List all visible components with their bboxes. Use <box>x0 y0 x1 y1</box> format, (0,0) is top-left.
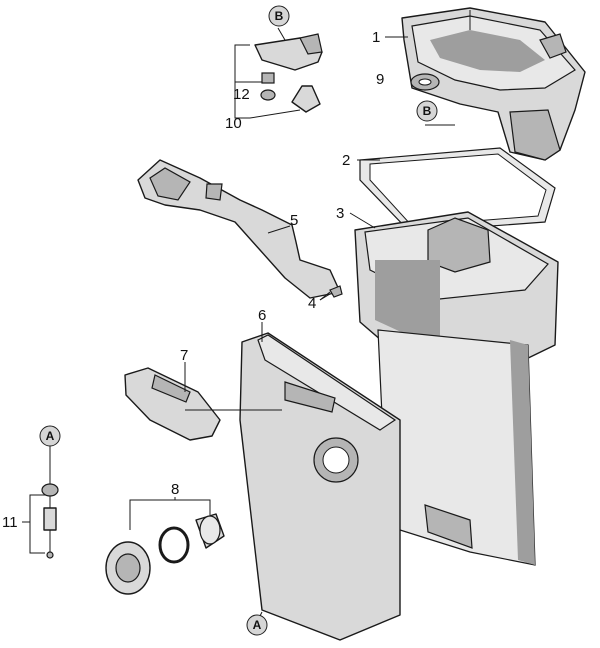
part-11-spindle <box>41 450 59 559</box>
callout-5: 5 <box>290 212 298 229</box>
callout-8: 8 <box>171 481 179 498</box>
callout-3: 3 <box>336 205 344 222</box>
svg-text:A: A <box>46 429 55 443</box>
badge-b-right: B <box>416 100 438 122</box>
callout-10: 10 <box>225 115 242 132</box>
callout-11: 11 <box>2 514 18 531</box>
part-8-fittings <box>105 513 225 595</box>
part-7-grip <box>124 367 221 441</box>
part-12-washer <box>260 89 276 101</box>
svg-text:A: A <box>253 618 262 632</box>
callout-1: 1 <box>372 29 380 46</box>
leader-lines <box>22 10 471 623</box>
callout-7: 7 <box>180 347 188 364</box>
part-5-handle <box>137 159 341 299</box>
part-2-gasket <box>359 147 556 233</box>
callout-4: 4 <box>308 295 316 312</box>
svg-text:B: B <box>423 104 432 118</box>
rear-plate <box>377 329 536 566</box>
part-4-screw <box>319 285 343 301</box>
badge-b-top: B <box>268 5 290 27</box>
svg-text:B: B <box>275 9 284 23</box>
part-10-valve-assembly <box>254 33 323 113</box>
part-1-lid <box>401 7 586 161</box>
badge-a-bottom: A <box>246 614 268 636</box>
callout-12: 12 <box>233 86 250 103</box>
part-6-front-cover <box>239 332 401 641</box>
badge-a-left: A <box>39 425 61 447</box>
callout-6: 6 <box>258 307 266 324</box>
callout-9: 9 <box>376 71 384 88</box>
part-9-clip <box>410 73 440 91</box>
callout-2: 2 <box>342 152 350 169</box>
callout-labels: 1 2 3 4 5 6 7 8 9 10 11 12 <box>2 29 384 531</box>
